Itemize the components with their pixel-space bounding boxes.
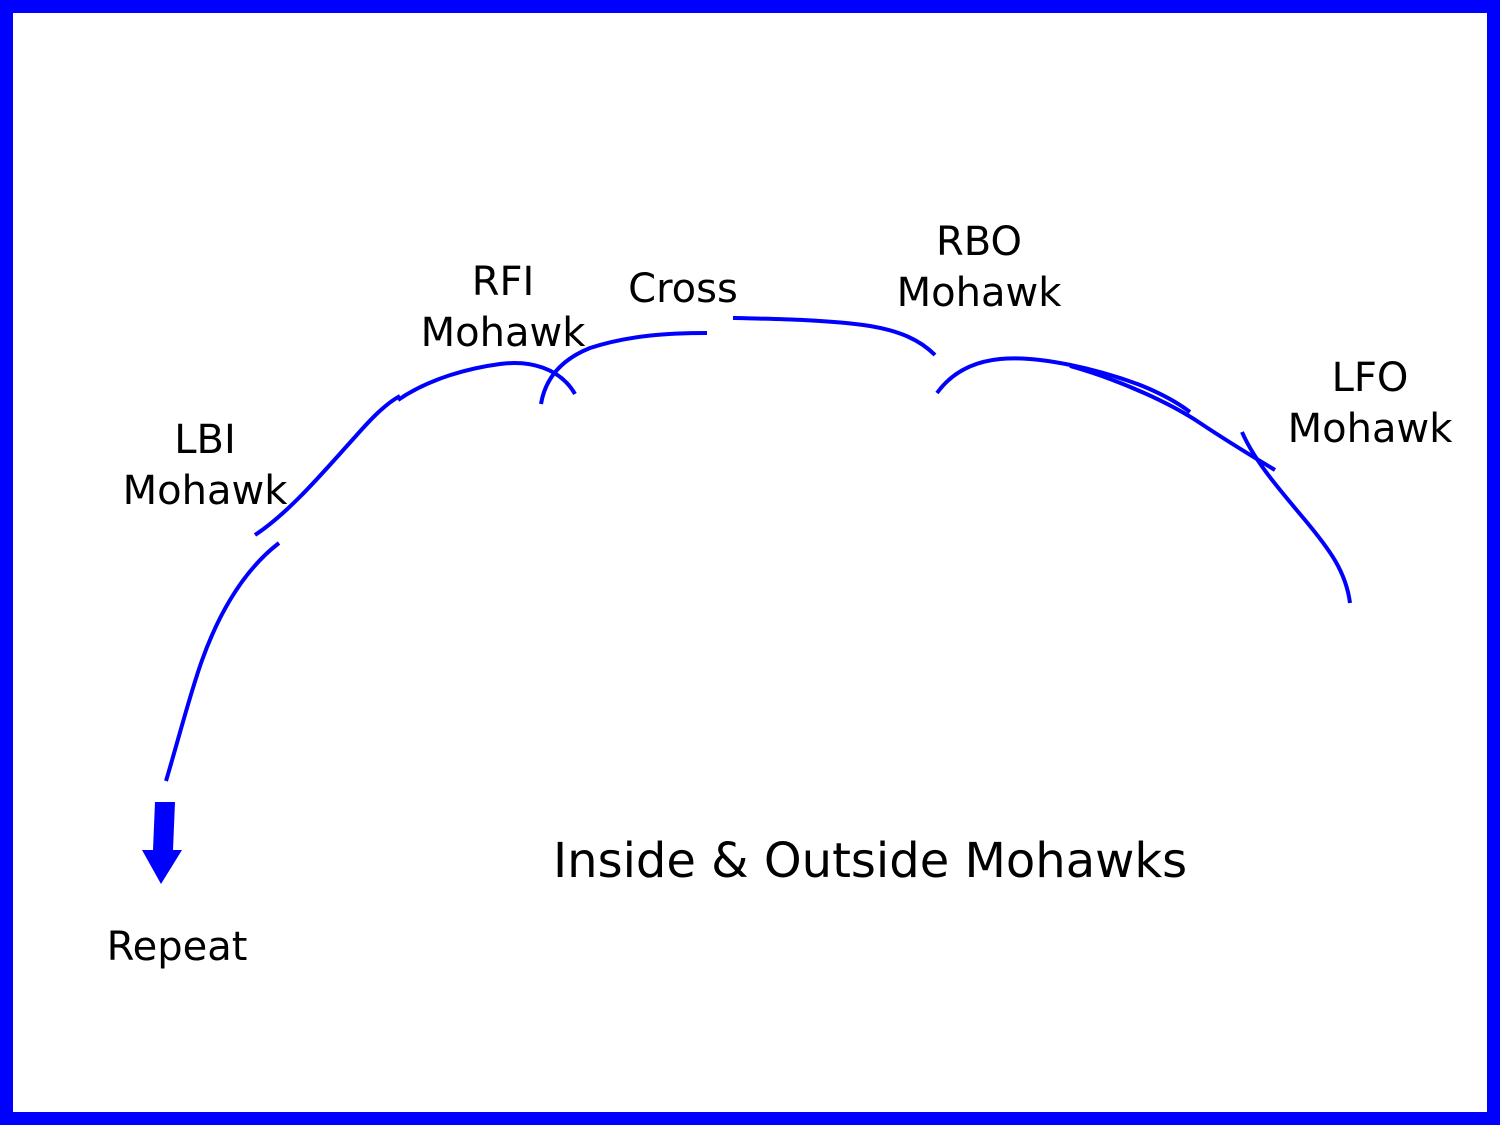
edge-lfo-mohawk-entry — [935, 356, 1192, 414]
edge-repeat-approach — [164, 541, 281, 782]
edge-lbi-mohawk — [253, 394, 401, 537]
edge-rfi-mohawk — [396, 361, 577, 402]
edge-rbo-mohawk — [732, 316, 937, 357]
edge-cross — [539, 331, 708, 405]
label-repeat: Repeat — [106, 924, 248, 970]
diagram-title: Inside & Outside Mohawks — [553, 833, 1188, 889]
label-lbi-mohawk: LBI Mohawk — [122, 417, 288, 514]
mohawk-tracing-diagram — [142, 316, 1352, 884]
edge-right-descent — [1240, 431, 1352, 604]
repeat-arrow — [142, 802, 182, 884]
label-rfi-mohawk: RFI Mohawk — [420, 259, 586, 356]
label-lfo-mohawk: LFO Mohawk — [1287, 355, 1453, 452]
label-cross: Cross — [628, 266, 738, 312]
label-rbo-mohawk: RBO Mohawk — [896, 219, 1062, 316]
edge-lfo-mohawk-exit — [1069, 364, 1277, 472]
